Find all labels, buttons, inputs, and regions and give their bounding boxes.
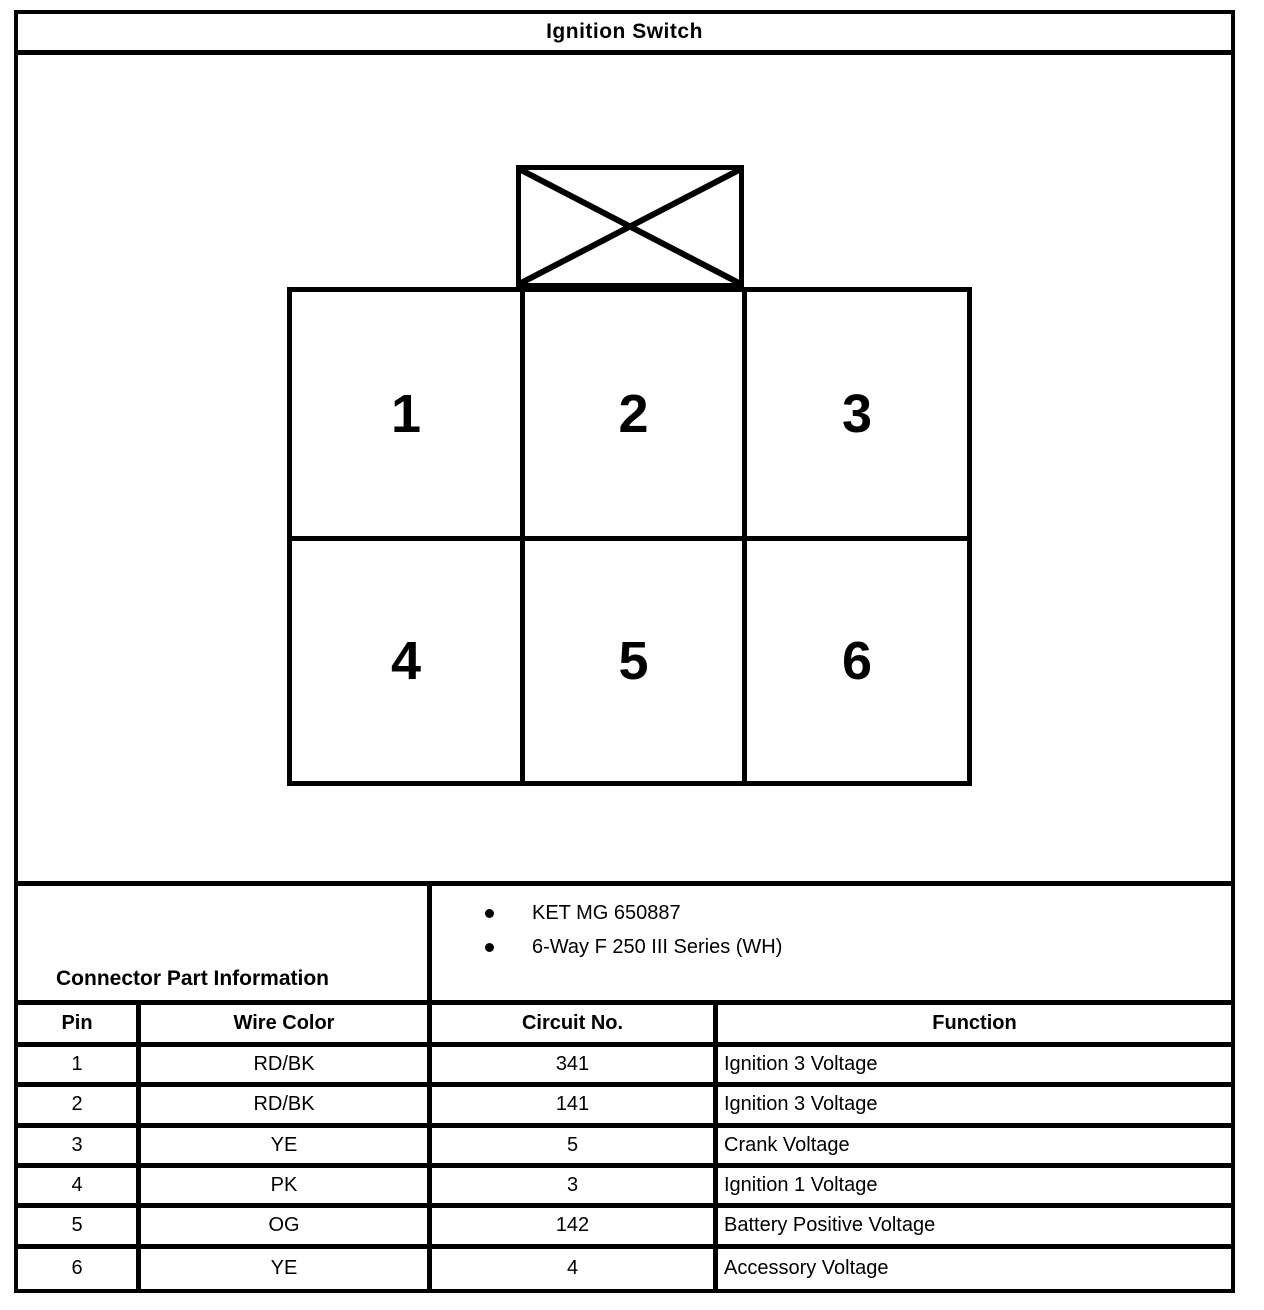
part-info-text: KET MG 650887 [532, 901, 681, 924]
pin-cavity-6: 6 [747, 541, 967, 781]
x-mark-icon [521, 170, 739, 283]
pin-number-cell: 5 [18, 1208, 141, 1249]
pin-number-cell: 1 [18, 1047, 141, 1088]
wire-color-cell: YE [141, 1127, 432, 1168]
wire-color-cell: OG [141, 1208, 432, 1249]
function-cell: Ignition 1 Voltage [718, 1168, 1231, 1209]
wire-color-cell: YE [141, 1248, 432, 1289]
function-cell: Ignition 3 Voltage [718, 1087, 1231, 1128]
function-cell: Battery Positive Voltage [718, 1208, 1231, 1249]
pin-table-header-wire-color: Wire Color [141, 1005, 432, 1047]
pin-cavity-number: 6 [841, 631, 873, 691]
circuit-no-cell: 5 [432, 1127, 718, 1168]
pin-cavity-2: 2 [525, 292, 747, 541]
pin-cavity-number: 4 [390, 631, 422, 691]
part-info-label: Connector Part Information [56, 967, 330, 990]
function-cell: Accessory Voltage [724, 1257, 889, 1280]
circuit-no-cell: 141 [432, 1087, 718, 1128]
function-cell: Ignition 3 Voltage [718, 1047, 1231, 1088]
pin-number-cell: 6 [18, 1248, 141, 1289]
connector-diagram: 1 2 3 4 5 6 [18, 55, 1231, 886]
pin-cavity-5: 5 [525, 541, 747, 781]
pin-table-header-pin: Pin [18, 1005, 141, 1047]
pin-table-header-circuit-no: Circuit No. [432, 1005, 718, 1047]
connector-part-info-section: Connector Part Information KET MG 650887… [18, 886, 1231, 1005]
pin-cavity-number: 2 [618, 384, 649, 444]
bullet-icon [485, 942, 494, 952]
wire-color-cell: RD/BK [141, 1087, 432, 1128]
pin-cavity-number: 3 [841, 384, 873, 444]
circuit-no-cell: 3 [432, 1167, 718, 1209]
connector-keyway-box [516, 165, 744, 288]
part-info-item: KET MG 650887 [485, 896, 1231, 930]
pin-cavity-number: 5 [618, 631, 649, 691]
circuit-no-cell: 142 [432, 1208, 718, 1249]
part-info-label-cell: Connector Part Information [18, 886, 432, 1000]
pin-number-cell: 2 [18, 1087, 141, 1128]
part-info-text: 6-Way F 250 III Series (WH) [532, 935, 783, 958]
bullet-icon [485, 908, 494, 918]
pin-table-header-function: Function [718, 1005, 1231, 1047]
circuit-no-cell: 341 [432, 1047, 718, 1088]
pin-cavity-4: 4 [292, 541, 525, 781]
pin-cavity-3: 3 [747, 292, 967, 541]
part-info-list: KET MG 650887 6-Way F 250 III Series (WH… [432, 886, 1231, 1000]
connector-pin-grid: 1 2 3 4 5 6 [287, 287, 972, 786]
pin-number-cell: 3 [18, 1127, 141, 1168]
pin-cavity-1: 1 [292, 292, 525, 541]
function-cell: Crank Voltage [718, 1128, 1231, 1168]
pin-cavity-number: 1 [390, 384, 422, 444]
page-title: Ignition Switch [546, 20, 703, 43]
title-bar: Ignition Switch [18, 14, 1231, 55]
circuit-no-cell: 4 [432, 1248, 718, 1289]
wire-color-cell: RD/BK [141, 1047, 432, 1088]
part-info-item: 6-Way F 250 III Series (WH) [485, 930, 1231, 964]
wire-color-cell: PK [141, 1167, 432, 1209]
pin-table: Pin Wire Color Circuit No. Function 1 RD… [18, 1005, 1231, 1289]
pin-number-cell: 4 [18, 1167, 141, 1209]
document-frame: Ignition Switch 1 2 3 4 [14, 10, 1235, 1293]
